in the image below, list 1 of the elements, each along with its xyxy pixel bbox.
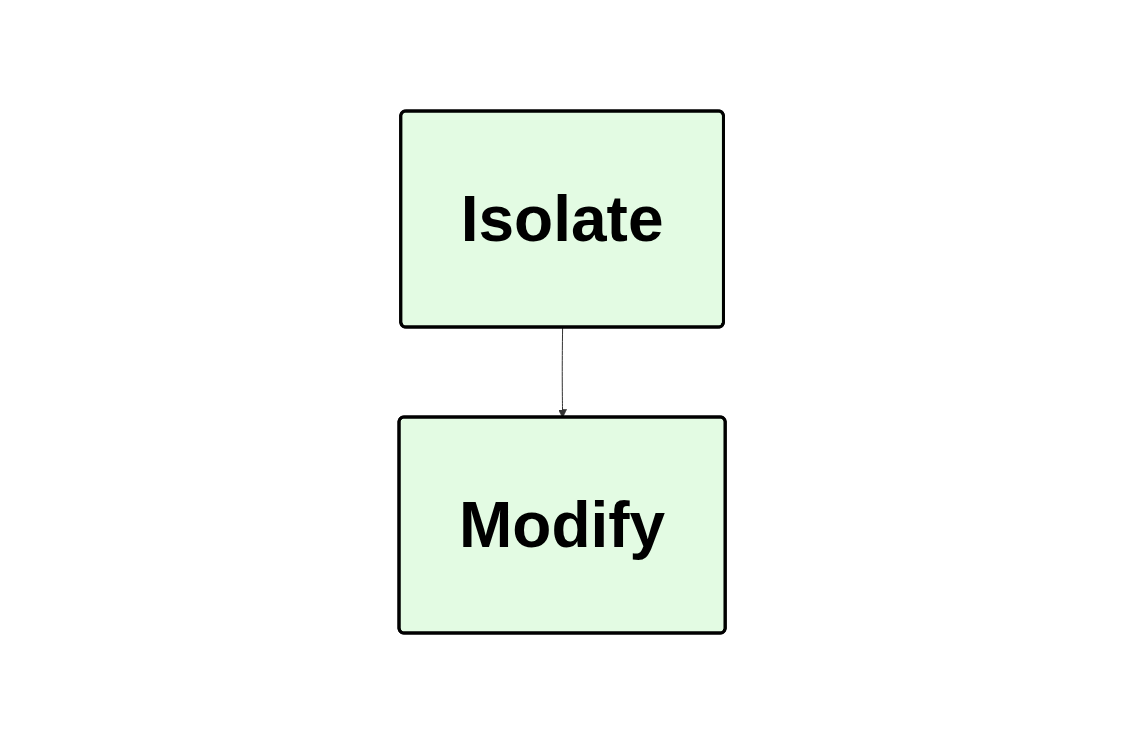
arrow [558,327,567,418]
